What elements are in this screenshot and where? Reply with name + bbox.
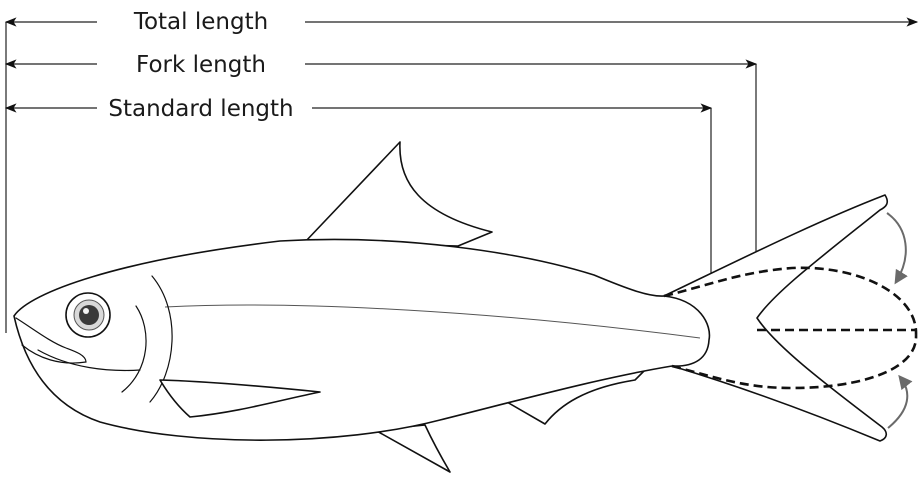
- fish-illustration: [14, 142, 916, 472]
- lower-lobe-arrow: [888, 377, 907, 428]
- fork-length-label: Fork length: [136, 52, 266, 78]
- fish-body: [14, 239, 709, 440]
- eye-highlight: [83, 308, 89, 314]
- dorsal-fin: [305, 142, 492, 246]
- upper-lobe-arrow: [887, 213, 906, 282]
- total-length-label: Total length: [133, 9, 268, 35]
- eye-pupil: [79, 305, 99, 325]
- standard-length-label: Standard length: [108, 96, 293, 122]
- pelvic-fin: [375, 425, 450, 472]
